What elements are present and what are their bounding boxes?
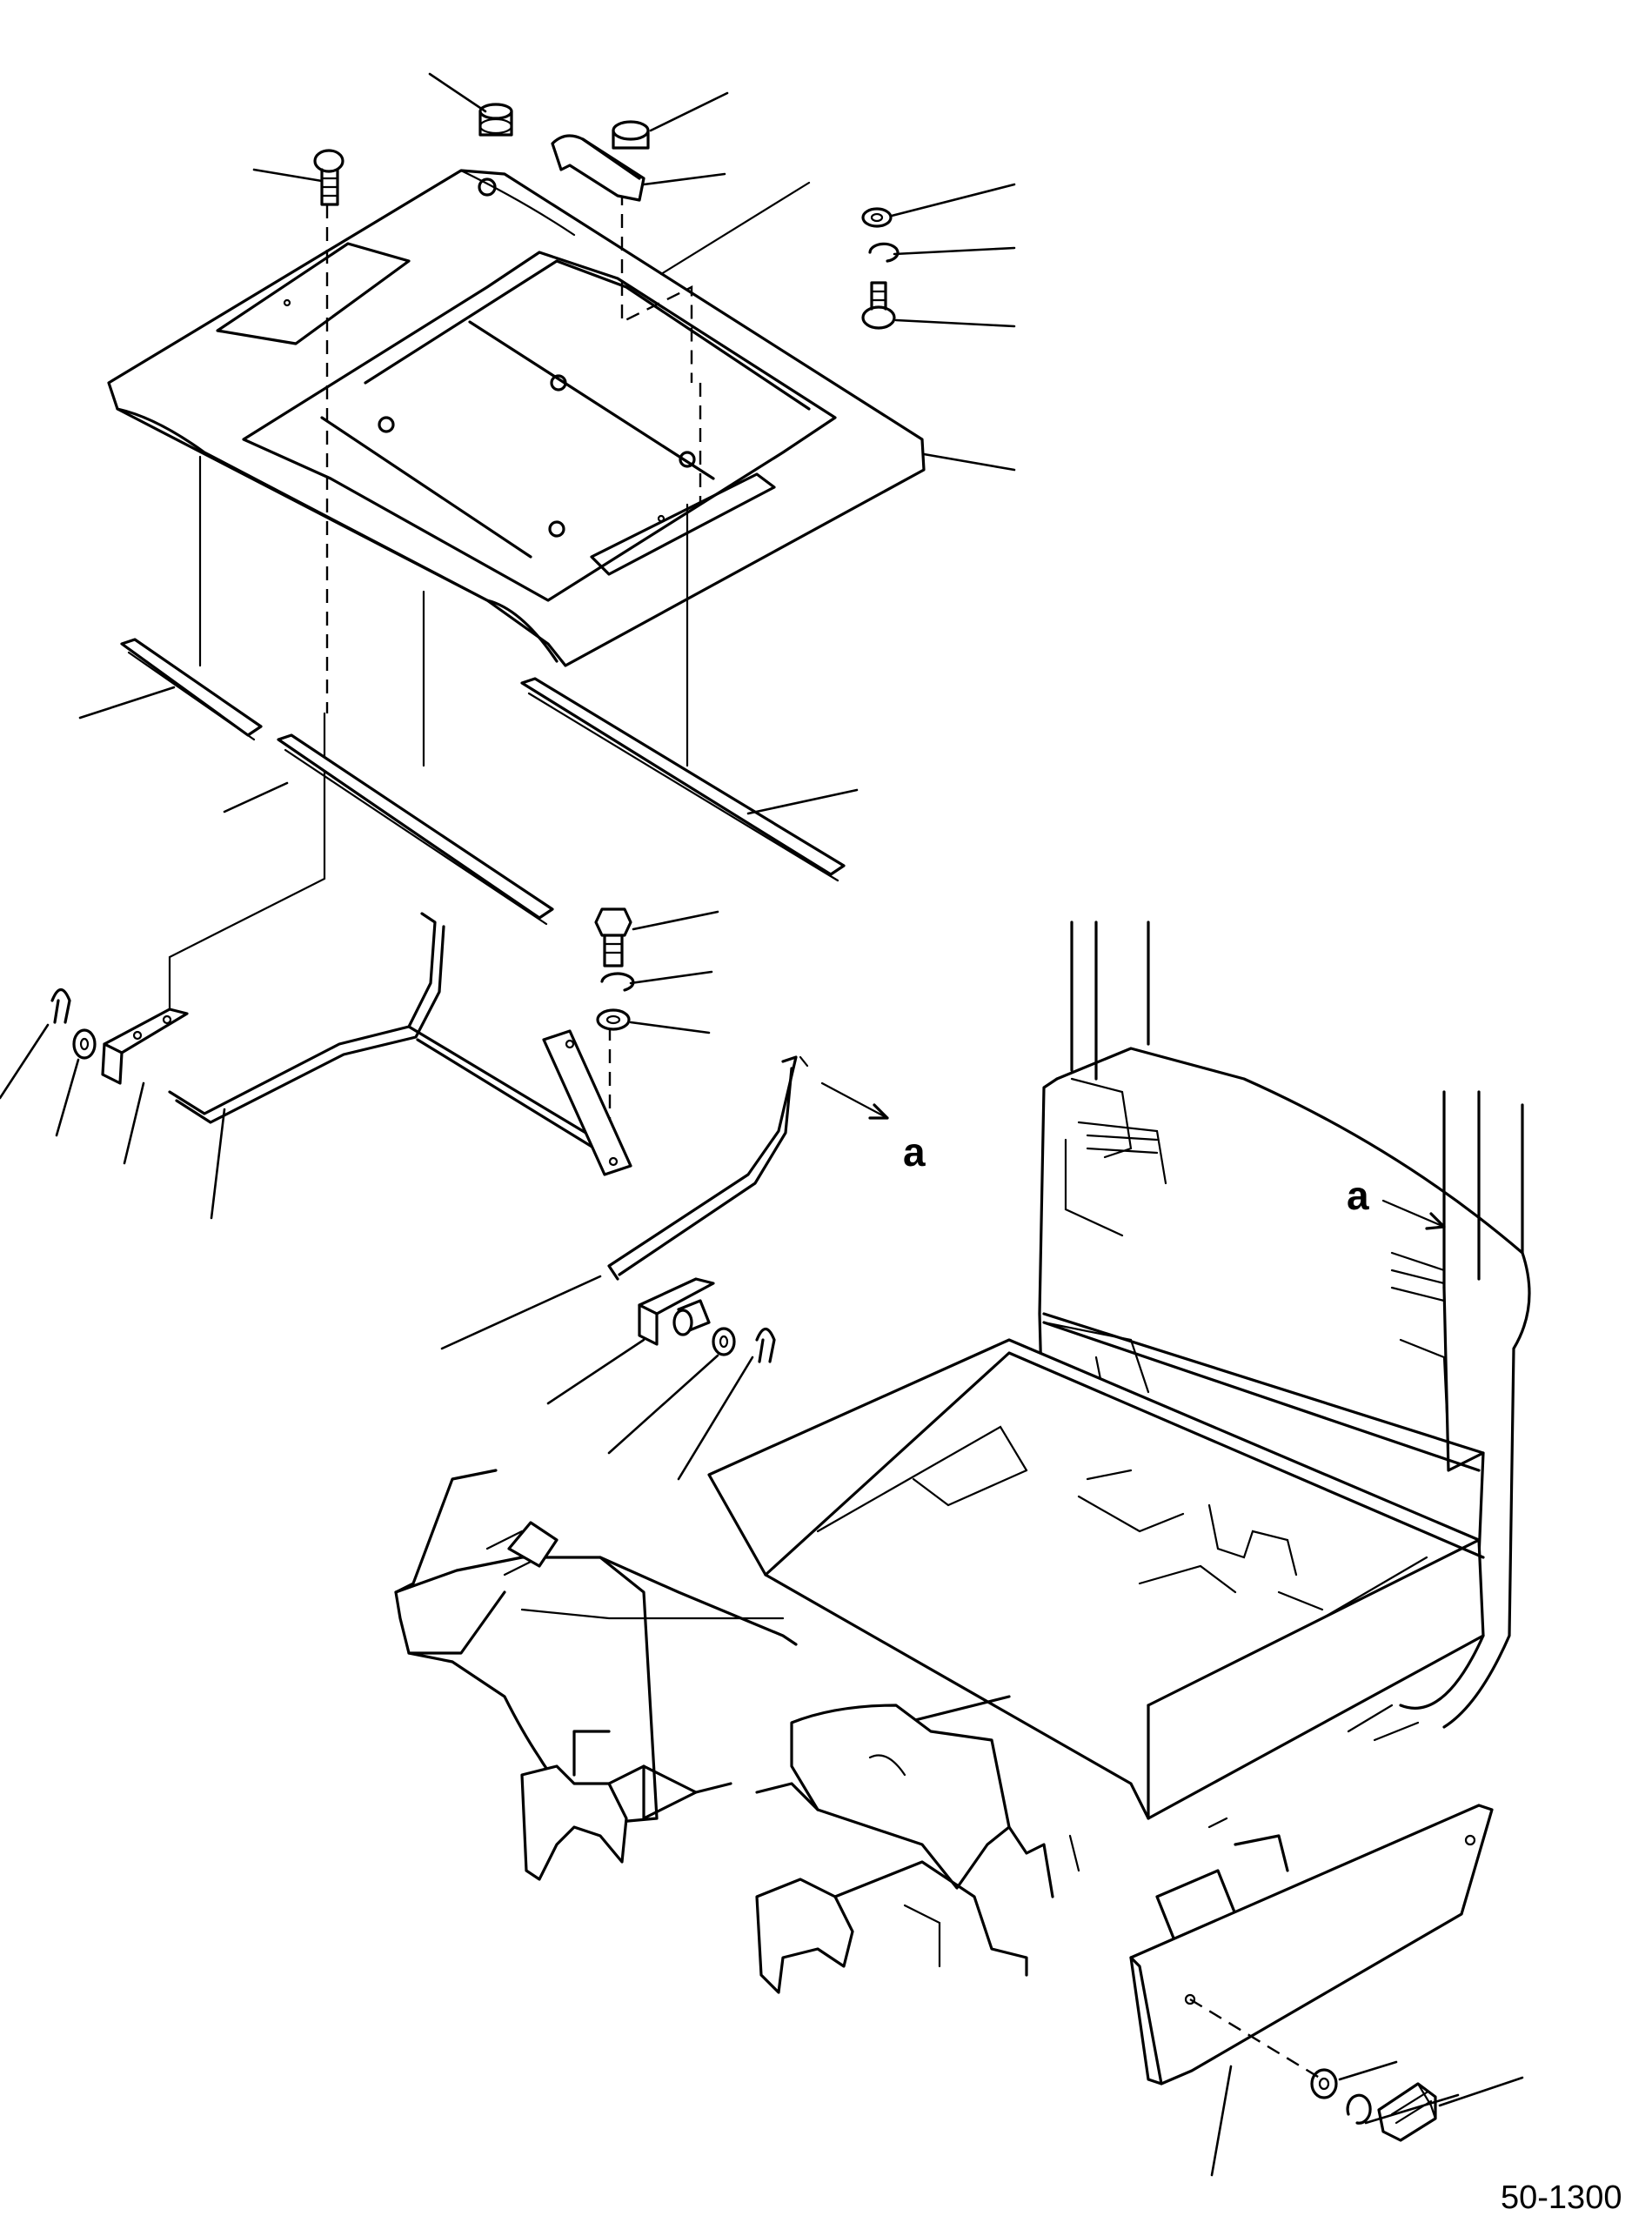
main-frame (707, 921, 1531, 1820)
side-cover-spring-washer (1346, 2093, 1372, 2125)
screw-top-right (861, 281, 896, 330)
side-cover-plate (1129, 1804, 1494, 2085)
side-cover-dash-line (1189, 1998, 1323, 2081)
mounting-plate (542, 1029, 632, 1176)
spring-washer-middle (600, 972, 635, 992)
bottom-guard-plate (755, 1704, 1054, 1898)
cotter-pin-left (50, 987, 71, 1024)
view-label-a-1: a (903, 1129, 926, 1175)
view-arrow-a-2: a (1347, 1173, 1446, 1230)
rubber-strip-long-right (520, 677, 846, 882)
cotter-pin-right (755, 1327, 776, 1363)
left-support-leg (520, 1730, 732, 1881)
rubber-strip-long-left (277, 733, 554, 926)
handle-grip (551, 134, 645, 202)
rubber-cushion-2 (612, 120, 650, 150)
washer-top-right (861, 207, 893, 228)
side-cover-washer (1310, 2068, 1338, 2099)
hinge-rod-right (607, 1055, 809, 1281)
rubber-strip-short (120, 638, 263, 741)
rubber-cushion-1 (478, 103, 513, 137)
hinge-bracket-right (638, 1277, 715, 1346)
side-cover-bolt (1377, 2082, 1437, 2142)
bolt-middle (594, 907, 632, 967)
figure-number: 50-1300 (1501, 2179, 1622, 2216)
front-console-cover (394, 1469, 1011, 1824)
washer-left (72, 1028, 97, 1060)
hinge-bracket-left (101, 1008, 189, 1085)
washer-middle (596, 1008, 631, 1031)
front-support-leg (755, 1860, 1028, 1994)
leader-lines (0, 72, 1524, 2177)
view-arrow-a-1: a (820, 1081, 926, 1175)
top-bolt (313, 149, 344, 206)
spring-washer-top-right (868, 242, 900, 263)
washer-right (712, 1327, 736, 1356)
assembly-guide-lines (168, 181, 811, 1148)
view-label-a-2: a (1347, 1173, 1369, 1218)
top-cover-panel (107, 169, 926, 667)
